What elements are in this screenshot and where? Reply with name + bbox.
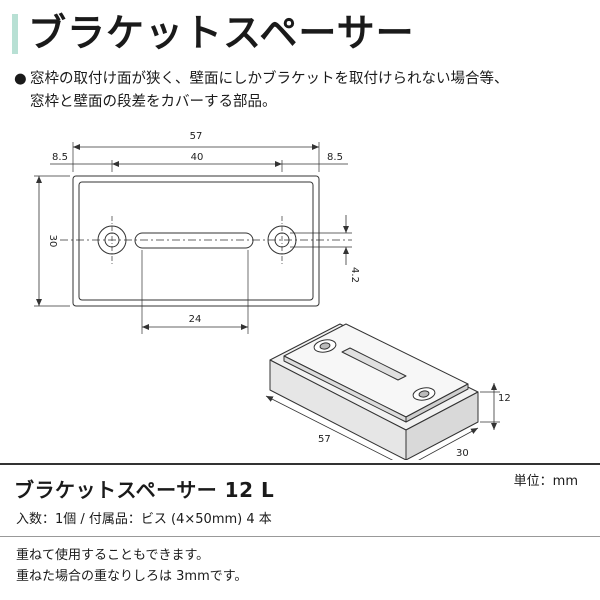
dim-line-iso-30 — [408, 427, 479, 460]
unit-label: 単位：mm — [513, 474, 578, 489]
section-divider — [0, 463, 600, 465]
dim-text-4-2: 4.2 — [349, 267, 360, 283]
dim-text-12: 12 — [498, 393, 511, 404]
isometric-view — [269, 323, 479, 460]
dim-text-iso-57: 57 — [318, 434, 331, 445]
dim-text-8-5-left: 8.5 — [52, 152, 68, 163]
title-accent-bar — [12, 14, 18, 54]
center-slot — [134, 232, 254, 249]
top-view — [34, 142, 352, 334]
product-name: ブラケットスペーサー 12 L — [14, 478, 275, 502]
iso-hole-right-inner — [418, 390, 430, 398]
notes: 重ねて使用することもできます。 重ねた場合の重なりしろは 3mmです。 — [16, 545, 247, 587]
plate-outline — [72, 175, 320, 307]
technical-drawing: 57 40 8.5 8.5 30 4.2 24 12 57 30 — [34, 131, 511, 460]
plate-inner-outline — [78, 181, 314, 301]
bullet-mark: ● — [14, 71, 27, 87]
description: ●窓枠の取付け面が狭く、壁面にしかブラケットを取付けられない場合等、 窓枠と壁面… — [14, 68, 594, 114]
iso-hole-left-inner — [319, 342, 331, 350]
dim-text-57: 57 — [190, 131, 203, 142]
notes-divider — [0, 536, 600, 537]
note-line-1: 重ねて使用することもできます。 — [16, 548, 210, 563]
note-line-2: 重ねた場合の重なりしろは 3mmです。 — [16, 569, 248, 584]
dim-text-8-5-right: 8.5 — [327, 152, 343, 163]
plate-side-edge — [405, 383, 469, 423]
dim-text-24: 24 — [189, 314, 202, 325]
description-line-1: 窓枠の取付け面が狭く、壁面にしかブラケットを取付けられない場合等、 — [30, 71, 509, 87]
iso-slot — [341, 347, 407, 381]
dim-text-40: 40 — [191, 152, 204, 163]
dim-text-iso-30: 30 — [456, 448, 469, 459]
dim-line-iso-57 — [265, 395, 404, 460]
page-title: ブラケットスペーサー — [28, 11, 415, 55]
description-line-2: 窓枠と壁面の段差をカバーする部品。 — [30, 94, 277, 110]
dim-text-30: 30 — [47, 235, 58, 248]
product-spec: 入数：1個 / 付属品：ビス (4×50mm) 4 本 — [16, 512, 272, 527]
